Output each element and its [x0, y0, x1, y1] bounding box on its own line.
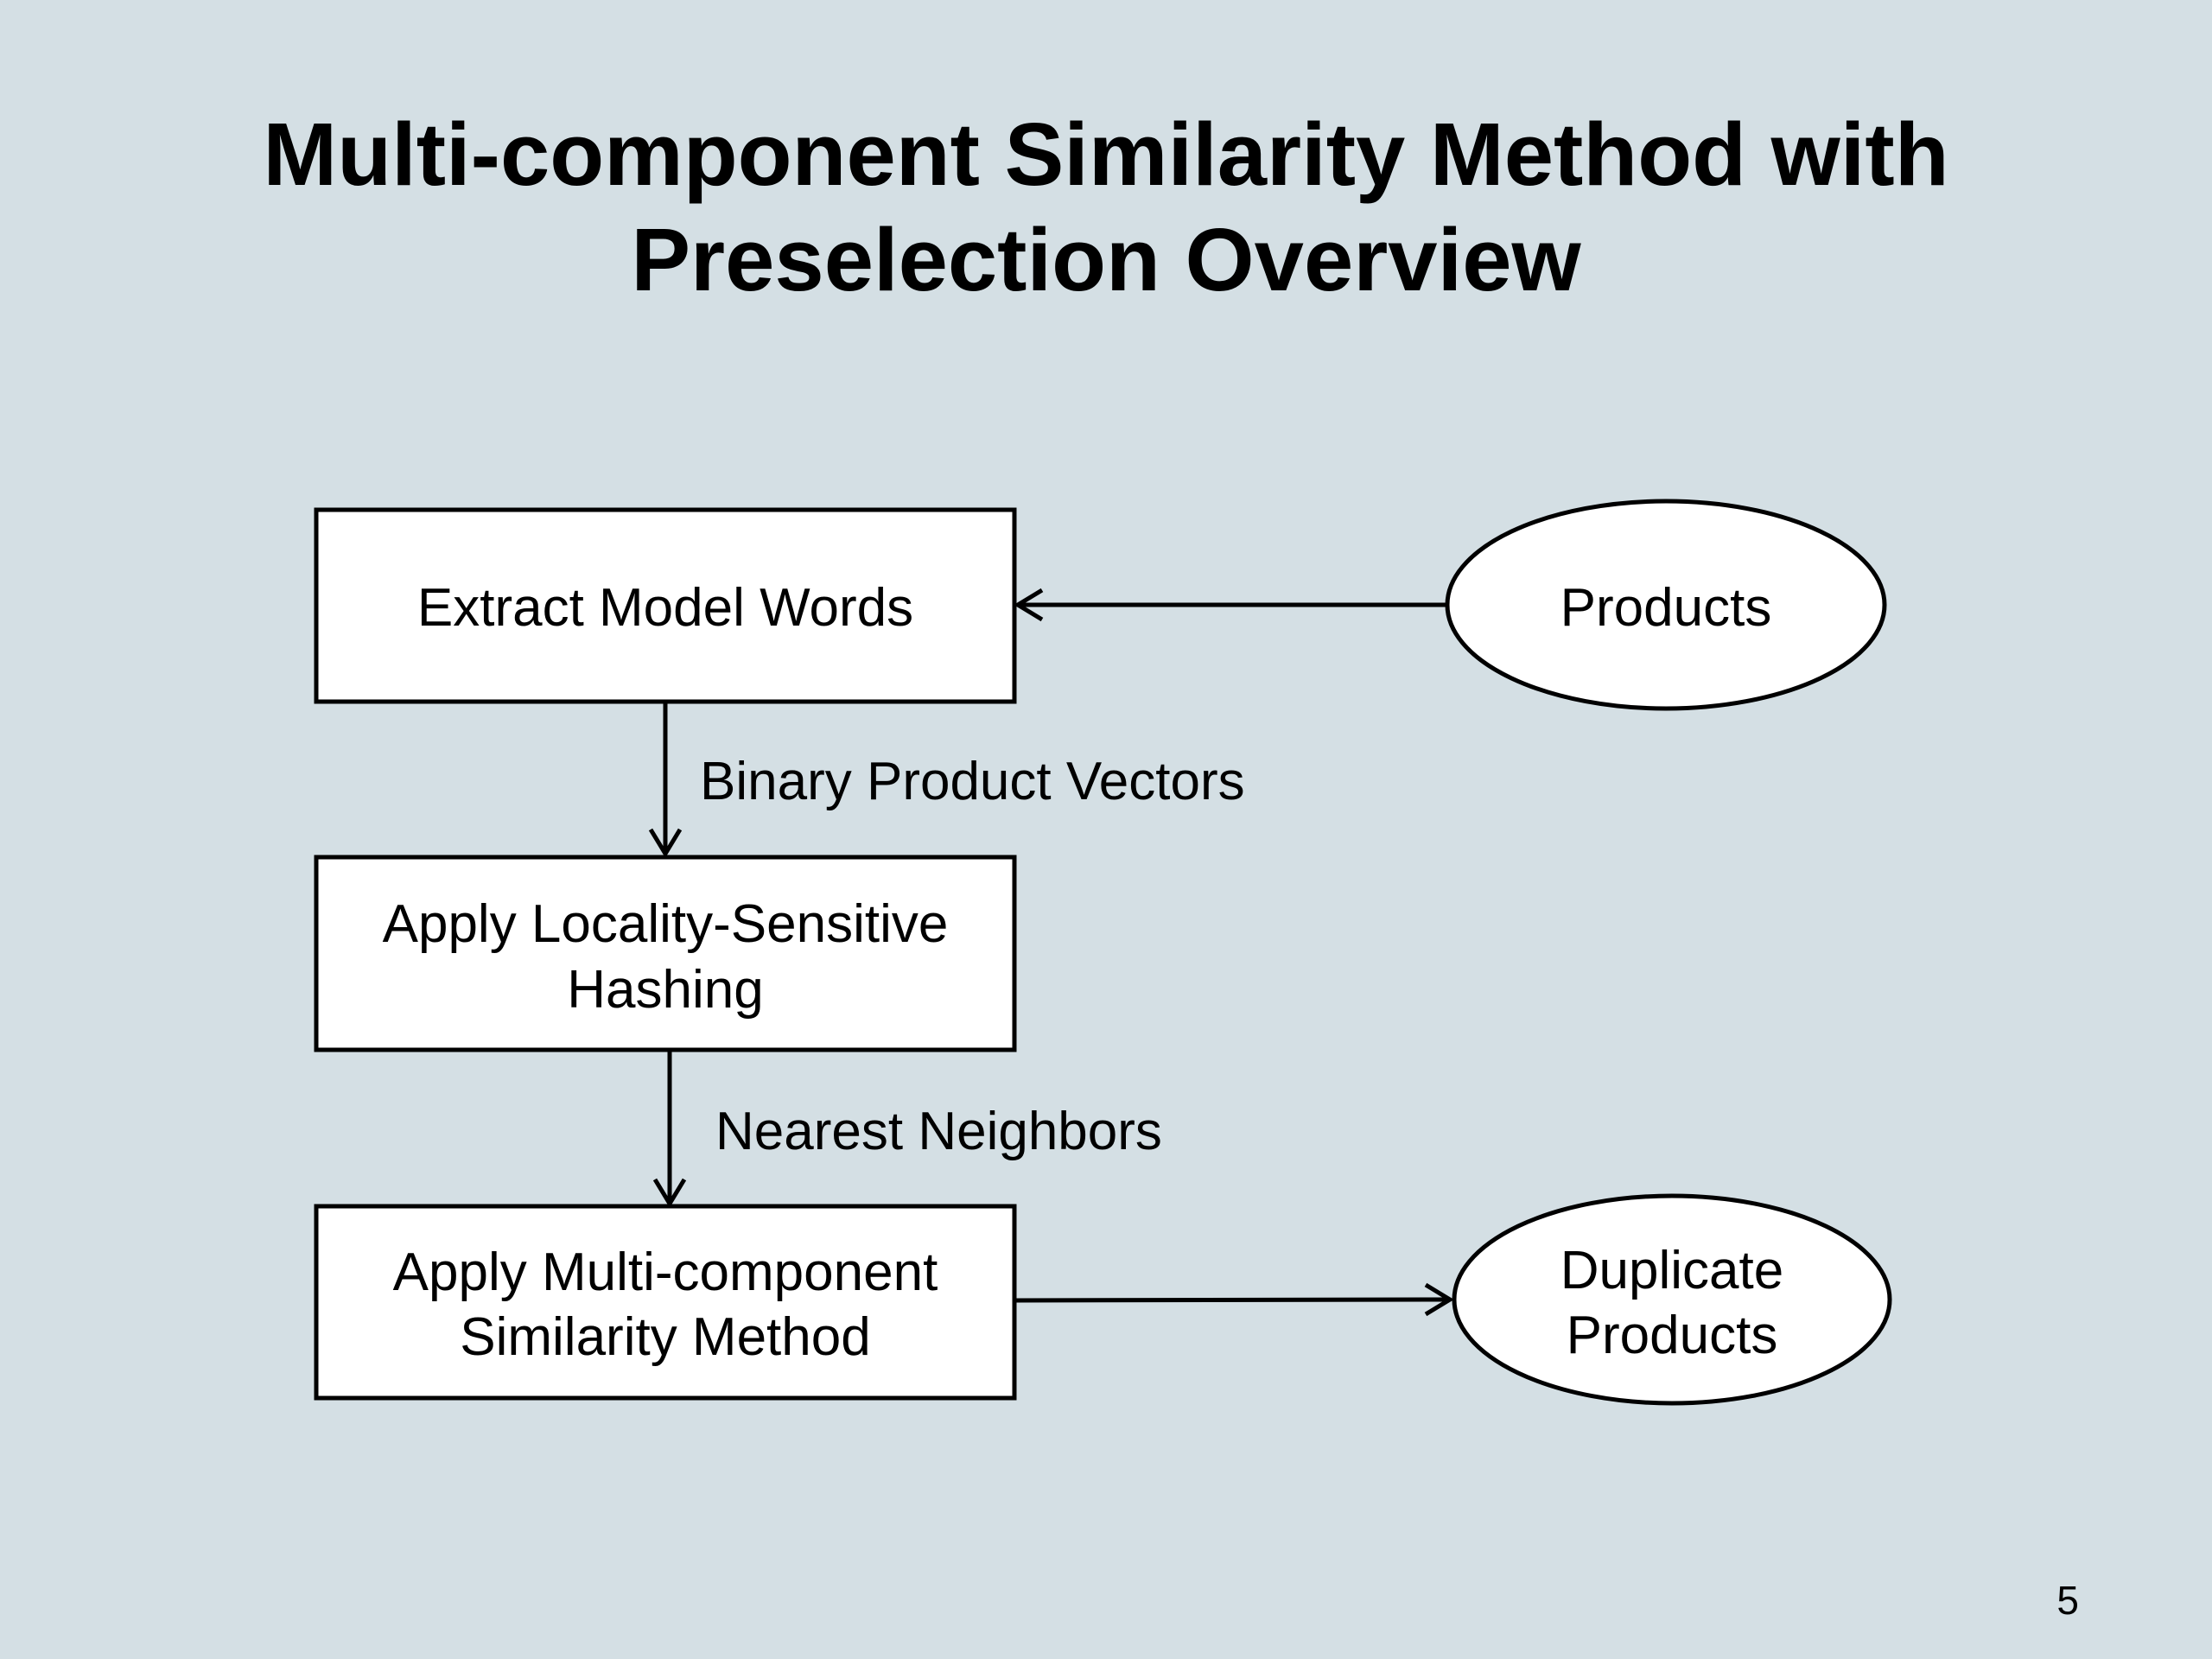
node-duplicates-label-line-2: Products [1567, 1306, 1778, 1365]
slide-title: Multi-component Similarity Method with P… [0, 102, 2212, 313]
edge-products-to-extract [1014, 588, 1448, 622]
node-products-label: Products [1560, 578, 1772, 638]
node-extract-label: Extract Model Words [417, 578, 913, 638]
slide-title-line-1: Multi-component Similarity Method with [263, 105, 1949, 204]
slide-title-line-2: Preselection Overview [631, 210, 1581, 309]
page-number: 5 [2056, 1578, 2079, 1623]
node-duplicates-label-line-1: Duplicate [1560, 1241, 1783, 1300]
edge-label-nearest-neighbors: Nearest Neighbors [715, 1102, 1162, 1161]
edge-msm-to-duplicates [1014, 1282, 1454, 1317]
node-lsh-label-line-1: Apply Locality-Sensitive [383, 894, 949, 954]
edge-extract-to-lsh [648, 702, 683, 858]
node-apply-lsh: Apply Locality-Sensitive Hashing [314, 855, 1017, 1052]
node-apply-msm: Apply Multi-component Similarity Method [314, 1204, 1017, 1401]
node-msm-label-line-2: Similarity Method [460, 1307, 870, 1367]
edge-lsh-to-msm [652, 1051, 687, 1208]
edge-label-binary-product-vectors: Binary Product Vectors [700, 752, 1245, 811]
node-duplicate-products: Duplicate Products [1452, 1193, 1892, 1406]
node-lsh-label-line-2: Hashing [567, 960, 763, 1020]
node-extract-model-words: Extract Model Words [314, 507, 1017, 704]
node-products: Products [1445, 499, 1887, 711]
node-msm-label-line-1: Apply Multi-component [393, 1243, 938, 1302]
